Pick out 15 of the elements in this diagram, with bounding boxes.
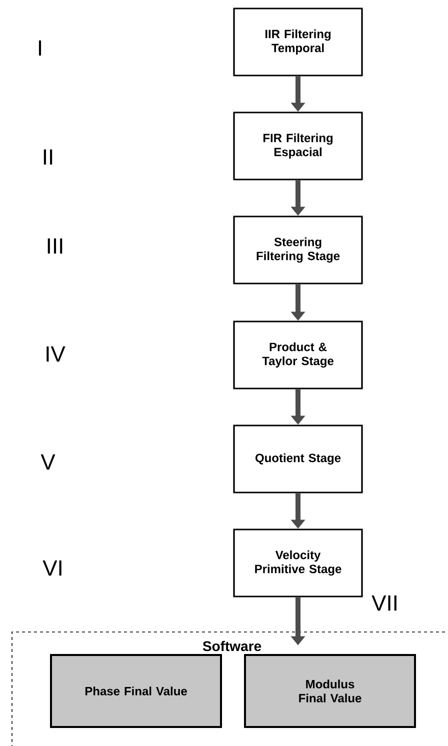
value-box: Phase Final Value: [50, 654, 222, 728]
stage-number: IV: [46, 346, 66, 362]
stage-box: FIR Filtering Espacial: [233, 112, 363, 180]
stage-box: Product & Taylor Stage: [233, 320, 363, 390]
stage-number: V: [40, 454, 56, 470]
stage-box: IIR Filtering Temporal: [233, 8, 363, 76]
value-box: Modulus Final Value: [244, 654, 416, 728]
stage-box: Steering Filtering Stage: [233, 216, 363, 284]
stage-number: VI: [42, 560, 62, 576]
stage-number: II: [44, 149, 52, 165]
stage-number: III: [48, 238, 62, 254]
stage-box: Quotient Stage: [233, 424, 363, 494]
stage-box: Velocity Primitive Stage: [233, 528, 363, 598]
stage-number: I: [38, 40, 42, 56]
stage-number: VII: [372, 595, 396, 611]
